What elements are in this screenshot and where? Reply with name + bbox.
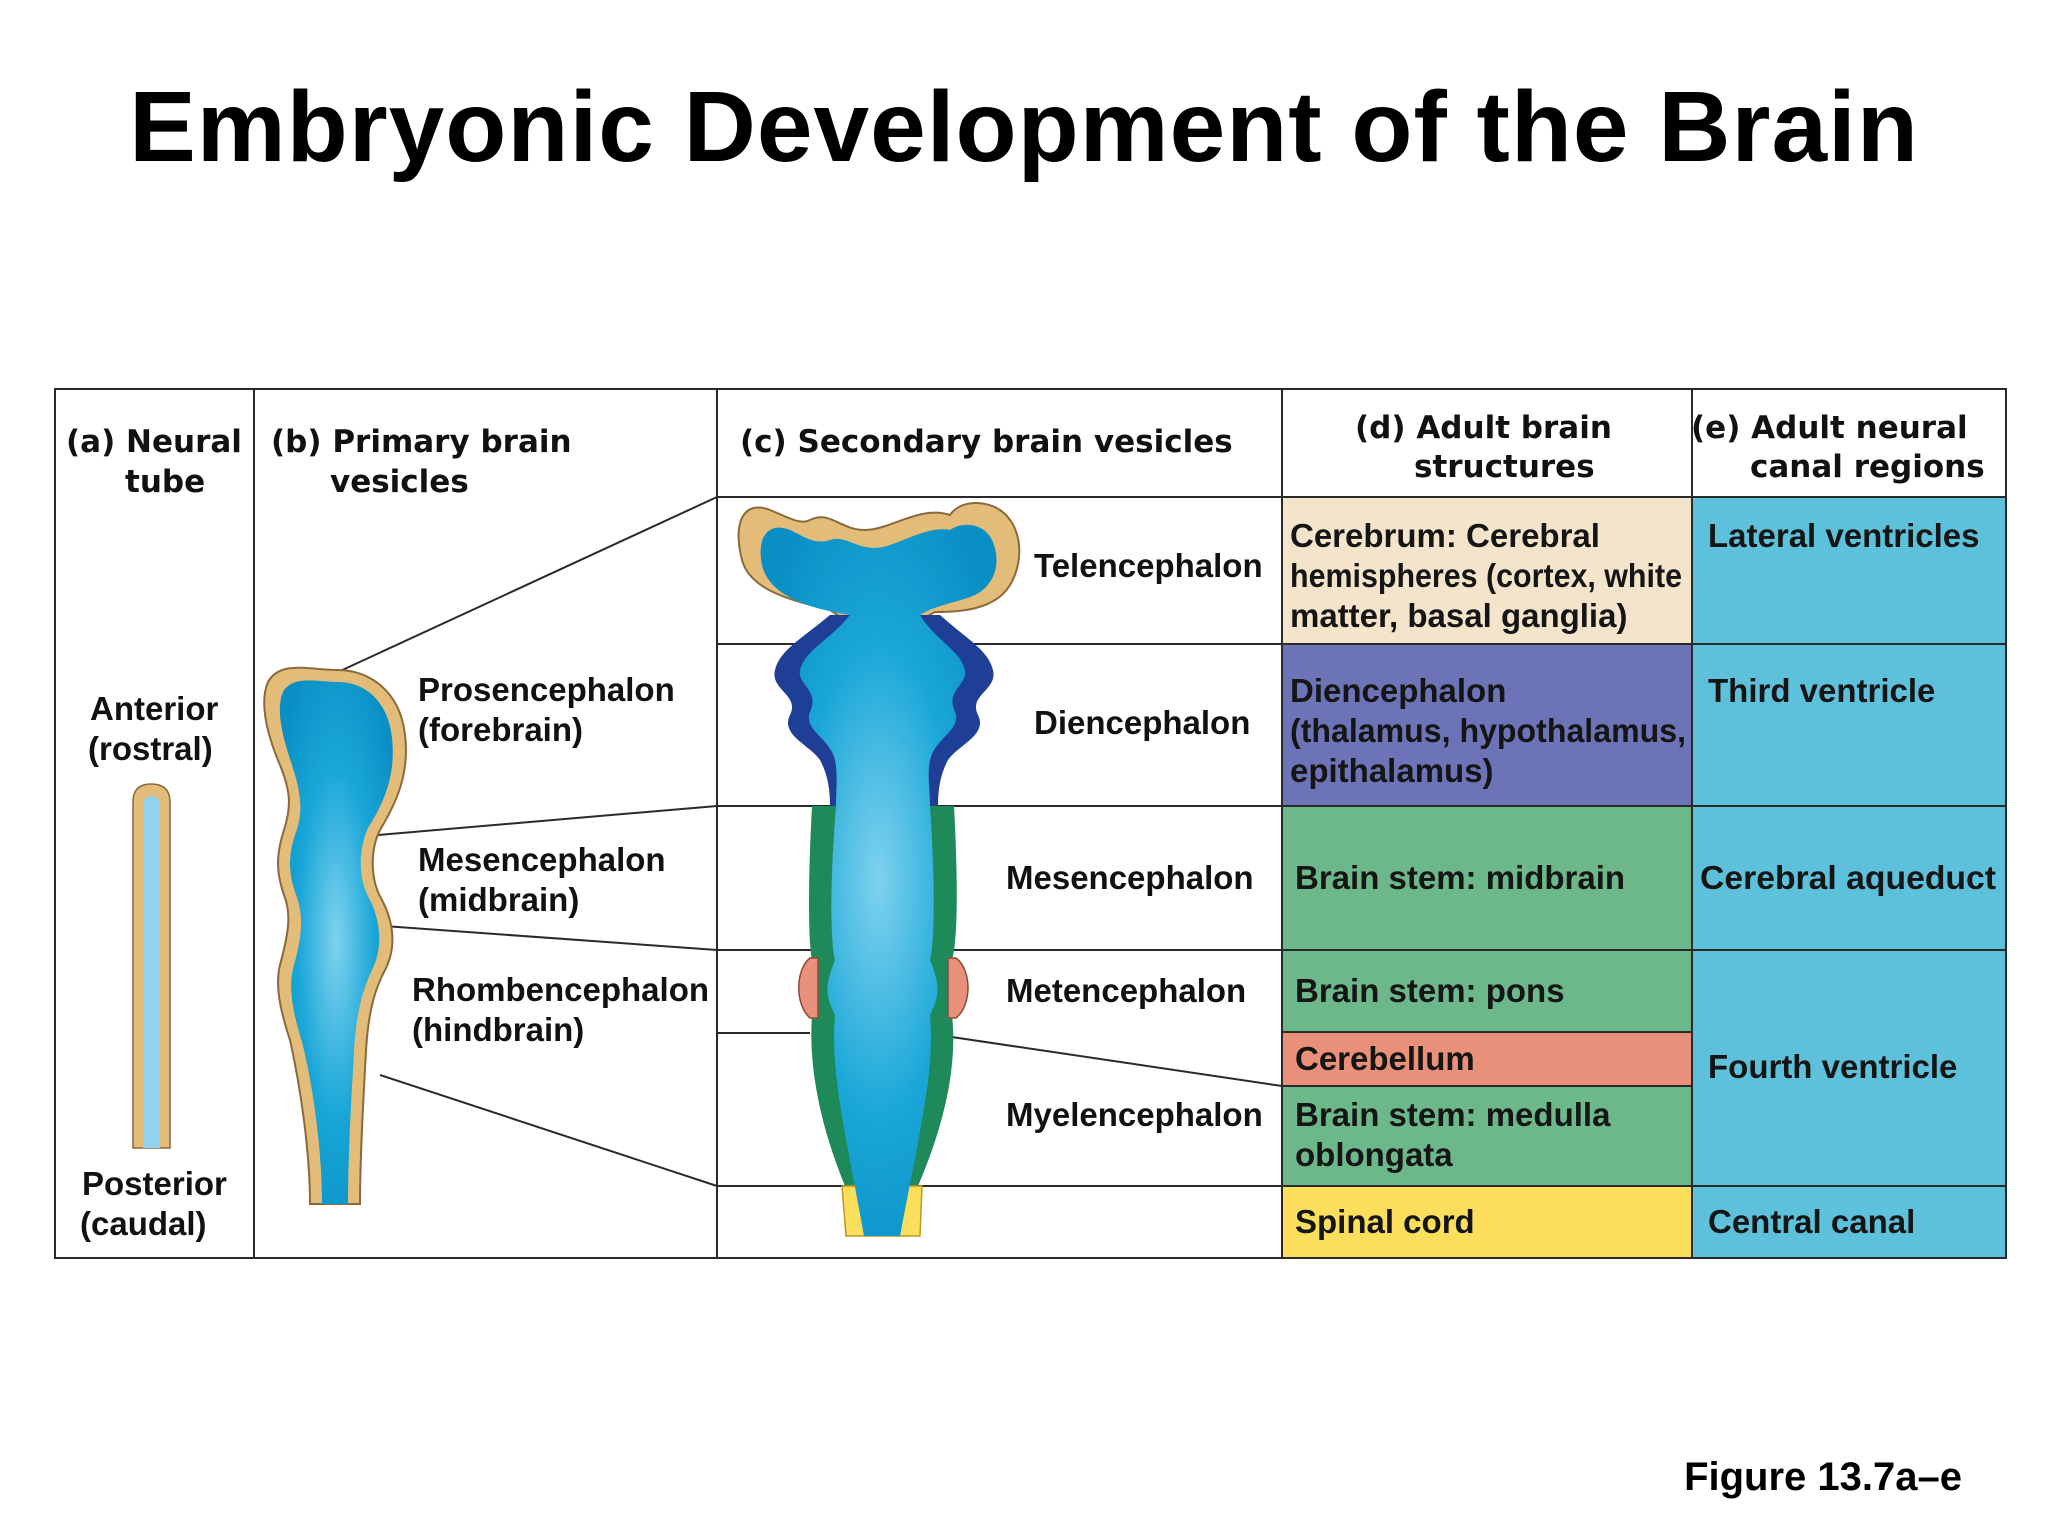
- secondary-vesicles-drawing: [737, 502, 1021, 1237]
- cell-central-canal: [1692, 1186, 2006, 1258]
- text-diencephalon: Diencephalon(thalamus, hypothalamus,epit…: [1290, 672, 1686, 789]
- text-fourth-ventricle: Fourth ventricle: [1708, 1048, 1957, 1085]
- label-rhombencephalon: Rhombencephalon(hindbrain): [412, 971, 709, 1048]
- text-cerebral-aqueduct: Cerebral aqueduct: [1700, 859, 1996, 896]
- cell-lateral-ventricles: [1692, 497, 2006, 644]
- label-anterior: Anterior(rostral): [88, 690, 219, 767]
- header-secondary-vesicles: (c) Secondary brain vesicles: [740, 424, 1233, 460]
- text-pons: Brain stem: pons: [1295, 972, 1565, 1009]
- cell-medulla: [1282, 1086, 1692, 1186]
- primary-vesicle-labels: Prosencephalon(forebrain) Mesencephalon(…: [412, 671, 709, 1048]
- cell-midbrain: [1282, 806, 1692, 950]
- text-cerebellum: Cerebellum: [1295, 1040, 1475, 1077]
- label-mesencephalon-primary: Mesencephalon(midbrain): [418, 841, 666, 918]
- secondary-vesicle-labels: Telencephalon Diencephalon Mesencephalon…: [1006, 547, 1263, 1133]
- cell-cerebellum: [1282, 1032, 1692, 1086]
- adult-structure-cells: [1282, 497, 1692, 1258]
- cell-cerebral-aqueduct: [1692, 806, 2006, 950]
- text-third-ventricle: Third ventricle: [1708, 672, 1935, 709]
- label-metencephalon: Metencephalon: [1006, 972, 1246, 1009]
- canal-region-labels: Lateral ventricles Third ventricle Cereb…: [1700, 517, 1996, 1240]
- label-myelencephalon: Myelencephalon: [1006, 1096, 1263, 1133]
- label-diencephalon-secondary: Diencephalon: [1034, 704, 1250, 741]
- primary-vesicles-drawing: [263, 666, 407, 1205]
- cell-third-ventricle: [1692, 644, 2006, 806]
- text-lateral-ventricles: Lateral ventricles: [1708, 517, 1979, 554]
- text-spinal-cord: Spinal cord: [1295, 1203, 1475, 1240]
- label-posterior: Posterior(caudal): [80, 1165, 227, 1242]
- label-mesencephalon-secondary: Mesencephalon: [1006, 859, 1254, 896]
- text-central-canal: Central canal: [1708, 1203, 1915, 1240]
- neural-tube-drawing: [132, 783, 171, 1149]
- canal-region-cells: [1692, 497, 2006, 1258]
- cell-diencephalon: [1282, 644, 1692, 806]
- page-title: Embryonic Development of the Brain: [129, 71, 1919, 183]
- label-prosencephalon: Prosencephalon(forebrain): [418, 671, 675, 748]
- figure-label: Figure 13.7a–e: [1684, 1455, 1962, 1499]
- cell-cerebrum: [1282, 497, 1692, 644]
- neural-tube-labels: Anterior(rostral) Posterior(caudal): [80, 690, 227, 1242]
- label-telencephalon: Telencephalon: [1034, 547, 1263, 584]
- text-midbrain: Brain stem: midbrain: [1295, 859, 1625, 896]
- cell-fourth-ventricle: [1692, 950, 2006, 1186]
- cell-pons: [1282, 950, 1692, 1032]
- cell-spinal-cord: [1282, 1186, 1692, 1258]
- vesicle-connectors: [337, 496, 718, 1187]
